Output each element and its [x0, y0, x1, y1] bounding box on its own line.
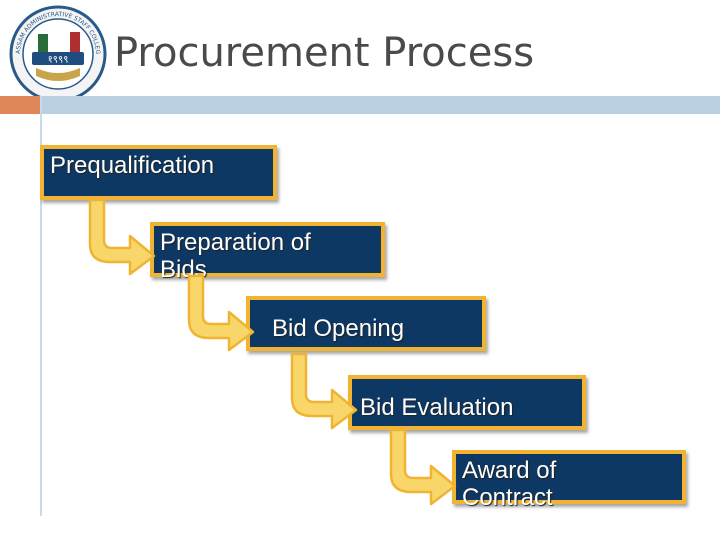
college-logo: ASSAM ADMINISTRATIVE STAFF COLLEGE १९९९ — [6, 0, 108, 104]
bent-arrow-icon — [88, 198, 156, 276]
step-label: Award of Contract — [462, 457, 557, 511]
accent-bar-blue — [40, 96, 720, 114]
logo-emblem-text: १९९९ — [48, 55, 69, 66]
step-label: Preparation of Bids — [160, 229, 311, 283]
bent-arrow-icon — [290, 352, 358, 430]
accent-line-vertical — [40, 96, 42, 516]
step-box-bid-evaluation: Bid Evaluation — [348, 375, 586, 430]
bent-arrow-icon — [187, 274, 255, 352]
step-label: Prequalification — [50, 152, 215, 179]
accent-bar-orange — [0, 96, 40, 114]
step-box-award-of-contract: Award of Contract — [452, 450, 686, 511]
step-label: Bid Evaluation — [360, 394, 514, 421]
step-label: Bid Opening — [272, 315, 405, 342]
step-box-prequalification: Prequalification — [40, 145, 277, 200]
bent-arrow-icon — [389, 428, 457, 506]
page-title: Procurement Process — [114, 30, 535, 76]
step-box-preparation-of-bids: Preparation of Bids — [150, 222, 385, 283]
seal-logo-icon: ASSAM ADMINISTRATIVE STAFF COLLEGE १९९९ — [6, 0, 107, 103]
step-box-bid-opening: Bid Opening — [246, 296, 486, 351]
